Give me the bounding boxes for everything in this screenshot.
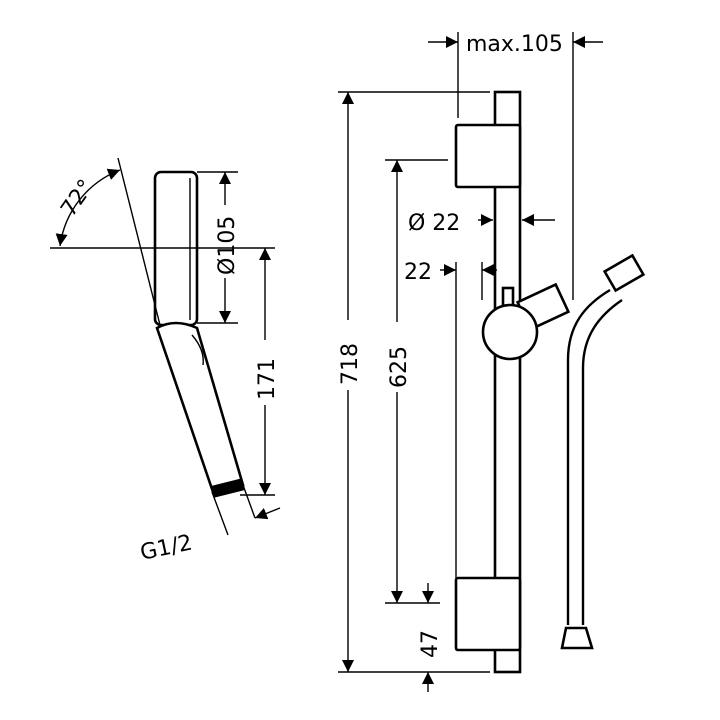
label-rail-diameter: Ø 22 — [408, 211, 460, 236]
bottom-bracket — [454, 576, 522, 652]
label-thread: G1/2 — [138, 531, 195, 566]
label-max-width: max.105 — [466, 32, 563, 57]
top-bracket — [454, 123, 522, 189]
hose — [560, 253, 646, 650]
label-rail-offset: 22 — [404, 260, 432, 285]
slider — [481, 282, 571, 361]
label-tilt-angle: 72° — [56, 175, 99, 221]
label-bottom-offset: 47 — [418, 630, 443, 658]
shower-rail — [454, 90, 522, 674]
label-bracket-spacing: 625 — [387, 346, 412, 388]
label-total-length: 718 — [338, 343, 363, 385]
label-handshower-length: 171 — [255, 358, 280, 400]
dimension-lines — [50, 32, 603, 692]
label-head-diameter: Ø105 — [215, 216, 240, 275]
